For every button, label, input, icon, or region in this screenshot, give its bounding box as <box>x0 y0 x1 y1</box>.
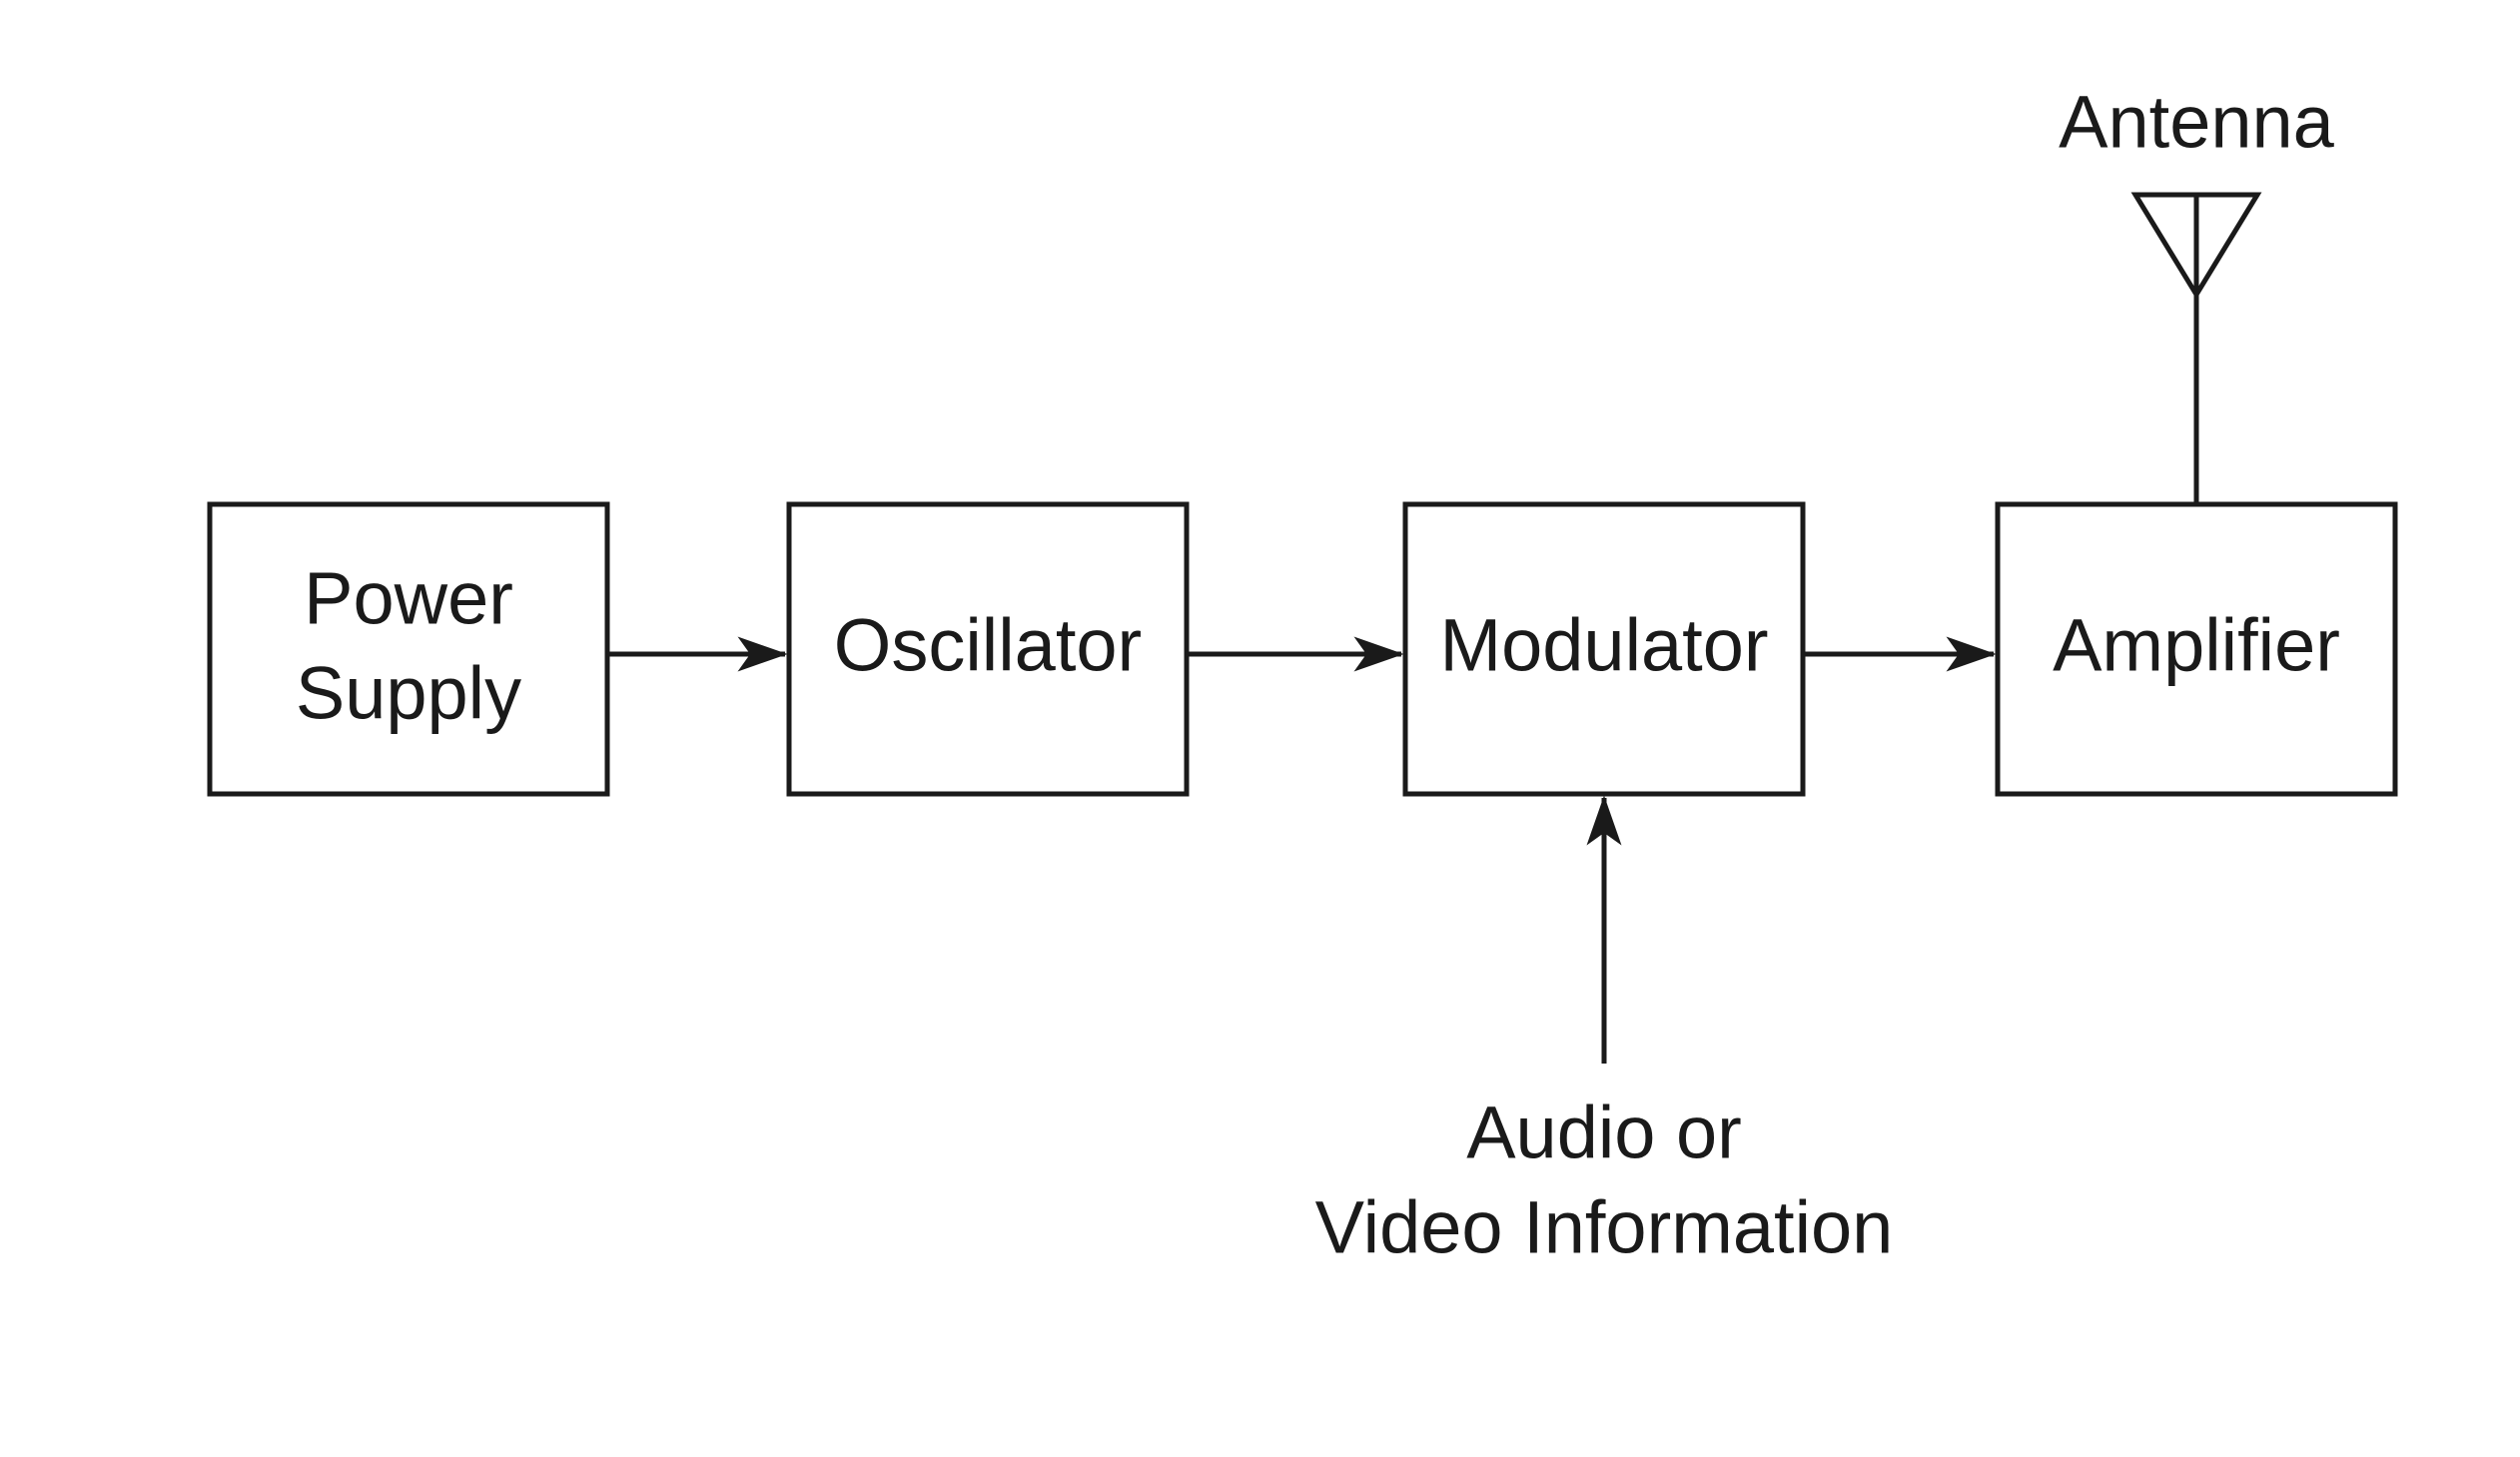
power-supply-box <box>207 501 610 797</box>
power-supply-label-line2: Supply <box>296 652 521 735</box>
modulator-box <box>1402 501 1806 797</box>
antenna-triangle <box>2130 192 2262 300</box>
oscillator-label: Oscillator <box>834 604 1142 687</box>
oscillator-box <box>786 501 1190 797</box>
power-supply-block: Power Supply <box>207 501 610 797</box>
modulator-label: Modulator <box>1439 604 1768 687</box>
antenna-label: Antenna <box>2059 81 2335 164</box>
input-label-line1: Audio or <box>1466 1092 1742 1174</box>
amplifier-label: Amplifier <box>2053 604 2340 687</box>
modulator-block: Modulator <box>1402 501 1806 797</box>
antenna-icon <box>2130 192 2262 504</box>
power-supply-label-line1: Power <box>304 557 513 640</box>
input-label-line2: Video Information <box>1315 1186 1894 1269</box>
amplifier-block: Amplifier <box>1995 501 2398 797</box>
oscillator-block: Oscillator <box>786 501 1190 797</box>
